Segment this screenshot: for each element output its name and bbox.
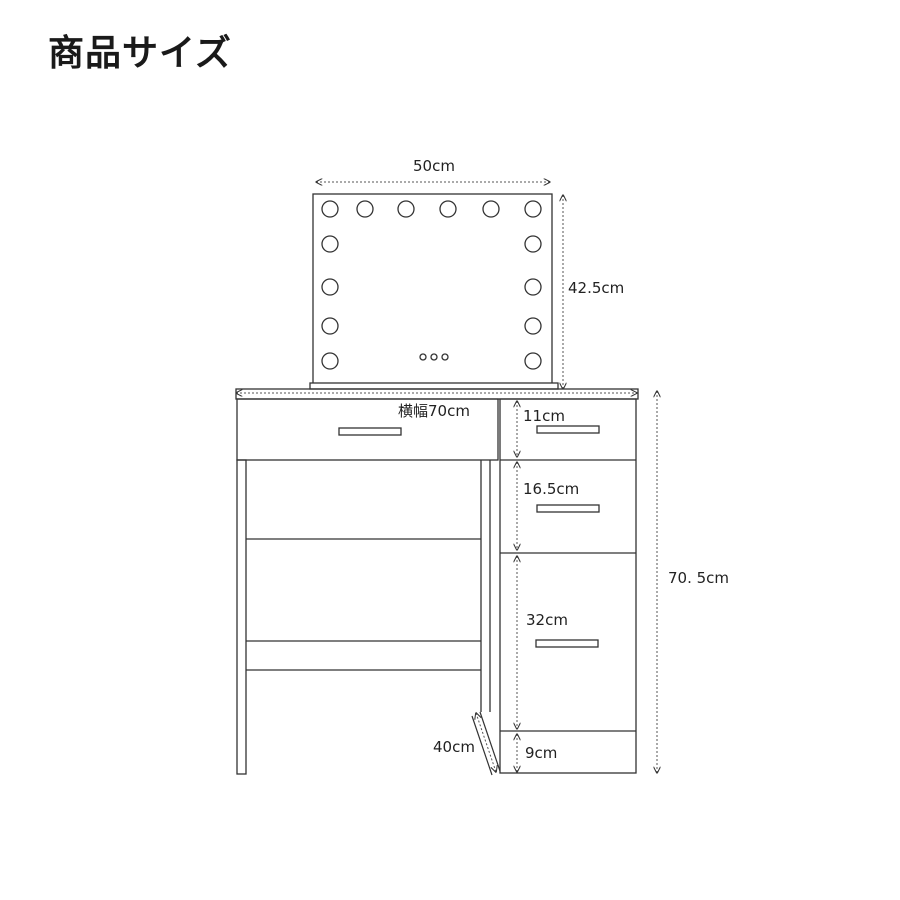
drawer-3-label: 32cm (526, 611, 568, 629)
drawer-handle (535, 639, 599, 648)
mirror-stand (309, 382, 559, 390)
touch-button-icon (419, 353, 427, 361)
bulb-icon (321, 278, 339, 296)
touch-button-icon (441, 353, 449, 361)
desk-width-label: 横幅70cm (398, 402, 470, 420)
bulb-icon (321, 235, 339, 253)
bulb-icon (482, 200, 500, 218)
base-label: 9cm (525, 744, 557, 762)
mirror (309, 193, 559, 390)
bulb-icon (524, 200, 542, 218)
mirror-width-label: 50cm (413, 157, 455, 175)
bulb-icon (397, 200, 415, 218)
depth-label: 40cm (433, 738, 475, 756)
drawer-handle (536, 504, 600, 513)
drawer-1-label: 11cm (523, 407, 565, 425)
mirror-height-label: 42.5cm (568, 279, 624, 297)
mirror-frame (312, 193, 553, 385)
left-leg (236, 459, 247, 775)
dimension-lines (236, 182, 657, 773)
left-drawer (236, 398, 499, 461)
bulb-icon (439, 200, 457, 218)
desk-height-label: 70. 5cm (668, 569, 729, 587)
drawer-handle (536, 425, 600, 434)
bulb-icon (321, 352, 339, 370)
desk (235, 388, 639, 775)
cabinet (499, 398, 637, 774)
desk-top (235, 388, 639, 400)
depth-line (476, 713, 496, 772)
bulb-icon (356, 200, 374, 218)
touch-button-icon (430, 353, 438, 361)
bulb-icon (524, 352, 542, 370)
page-title: 商品サイズ (48, 33, 232, 74)
bulb-icon (524, 317, 542, 335)
bulb-icon (321, 317, 339, 335)
drawer-2-label: 16.5cm (523, 480, 579, 498)
drawer-handle (338, 427, 402, 436)
bulb-icon (524, 278, 542, 296)
bulb-icon (524, 235, 542, 253)
bulb-icon (321, 200, 339, 218)
